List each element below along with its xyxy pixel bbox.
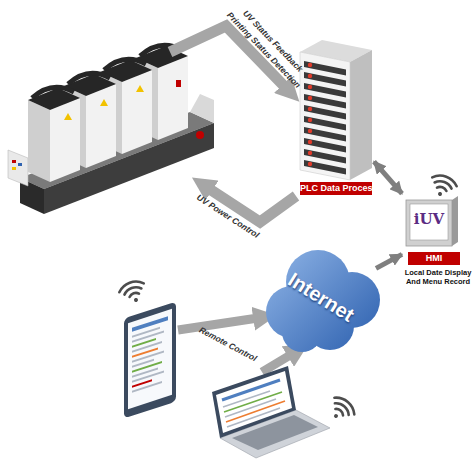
internet-cloud-box: Internet (266, 246, 376, 350)
printing-press-part (190, 94, 214, 123)
wifi-symbol-part (333, 413, 339, 419)
rack-slot-part (304, 160, 346, 174)
rack-slot-part (304, 72, 346, 86)
wifi-symbol-part (117, 278, 143, 292)
press-unit-part (100, 99, 108, 106)
hmi-description: Local Date Display And Menu Record (402, 268, 474, 286)
rack-slot-part (304, 138, 346, 152)
plc-box: PLC Data Process (298, 38, 374, 198)
rack-slot-part (308, 63, 312, 67)
tablet-part (132, 316, 168, 332)
plc-rack (300, 40, 372, 180)
laptop-part (226, 401, 285, 422)
press-unit-part (86, 84, 116, 168)
arrow-label: Printing Status Detection (225, 10, 303, 90)
rack-slot-part (308, 151, 312, 155)
rack-slot-part (308, 107, 312, 111)
printing-press-part (12, 167, 16, 170)
rack-slot-part (304, 149, 346, 163)
printing-press-part (12, 160, 16, 163)
connector-arrow (376, 254, 402, 268)
press-unit-part (50, 98, 80, 182)
printing-press (8, 45, 214, 214)
laptop-part (224, 392, 282, 412)
hmi-device-part (406, 200, 452, 246)
internet-cloud (266, 250, 380, 352)
hmi-label: HMI (408, 252, 460, 265)
rack-slot-part (304, 116, 346, 130)
tablet-part (132, 367, 158, 377)
rack-slot-part (308, 140, 312, 144)
press-unit-part (28, 100, 50, 182)
press-unit (28, 87, 204, 182)
laptop (212, 366, 330, 458)
hmi-device-part (452, 196, 458, 246)
hmi-device-part (410, 204, 448, 240)
connector-arrow (374, 162, 402, 194)
press-unit-part (68, 73, 110, 84)
arrow-label: Remote Control (198, 325, 259, 364)
laptop-part (227, 408, 280, 427)
hmi-device (406, 196, 458, 246)
tablet-part (132, 347, 158, 357)
laptop-part (216, 371, 292, 433)
rack-slot-part (304, 127, 346, 141)
wifi-symbol-part (435, 179, 453, 189)
wifi-symbol-part (133, 297, 138, 302)
rack-slot (304, 61, 346, 174)
rack-slot-part (308, 74, 312, 78)
rack-slot-part (308, 85, 312, 89)
press-unit-part (158, 56, 188, 140)
press-unit-part (176, 80, 181, 87)
wifi-symbol (427, 172, 458, 200)
rack-slot-part (304, 94, 346, 108)
internet-cloud-part (282, 312, 322, 352)
cloud-label: Internet (268, 259, 373, 337)
laptop-part (212, 366, 296, 438)
wifi-symbol-part (437, 186, 447, 191)
plc-rack-part (300, 52, 350, 180)
press-unit-part (28, 88, 80, 110)
wifi-symbol-part (123, 285, 141, 295)
printing-press-part (18, 163, 22, 166)
plc-rack-part (350, 50, 372, 180)
press-unit-part (64, 113, 72, 120)
rack-slot-part (304, 105, 346, 119)
rack-slot-part (308, 162, 312, 166)
plc-label: PLC Data Process (300, 182, 372, 195)
flow-arrow-part (178, 318, 258, 330)
wifi-symbol-part (437, 191, 442, 196)
rack-slot-part (308, 96, 312, 100)
wifi-symbol-part (432, 172, 458, 186)
wifi-symbol-part (334, 394, 357, 415)
wifi-symbol-part (129, 292, 139, 297)
press-unit-part (196, 131, 204, 139)
tablet-part (124, 302, 176, 419)
wifi-symbol (117, 278, 148, 306)
tablet-part (132, 381, 162, 393)
rack-slot-part (304, 83, 346, 97)
tablet (124, 302, 176, 419)
press-unit-part (104, 59, 146, 70)
rack-slot-part (304, 61, 346, 75)
press-unit-part (32, 87, 74, 98)
tablet-part (132, 338, 156, 348)
rack-slot-part (308, 129, 312, 133)
hmi-logo: iUV (410, 210, 448, 228)
laptop-part (225, 399, 276, 417)
press-unit-part (136, 85, 144, 92)
tablet-part (128, 309, 172, 409)
rack-slot-part (308, 118, 312, 122)
printing-press-part (8, 150, 28, 186)
tablet-part (132, 327, 160, 338)
wifi-symbol (325, 394, 358, 426)
press-unit-part (122, 70, 152, 154)
hmi-box: iUV HMI Local Date Display And Menu Record (402, 180, 474, 290)
